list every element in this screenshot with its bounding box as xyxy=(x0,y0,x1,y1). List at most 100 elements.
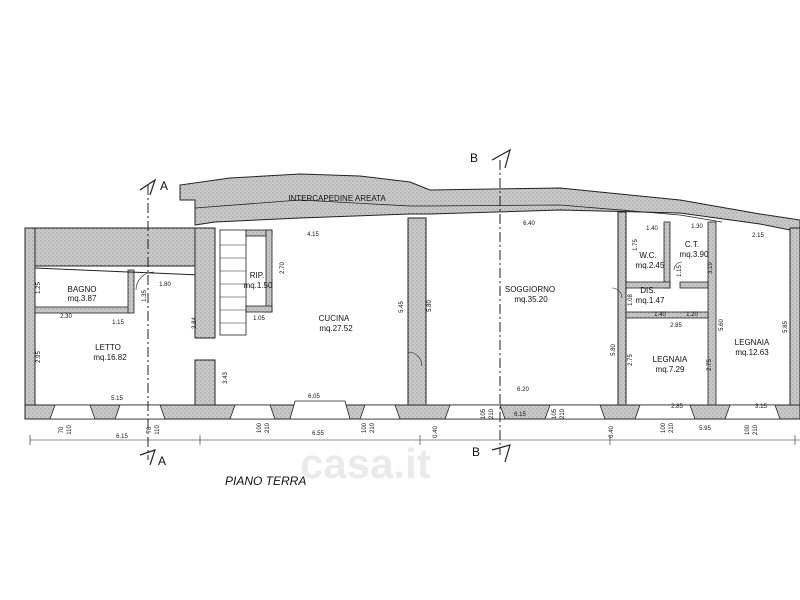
dim-115: 1.15 xyxy=(112,320,124,326)
dim-655: 6.55 xyxy=(312,431,324,437)
room-area-soggiorno: mq.35.20 xyxy=(514,295,548,304)
dim-v-040a: 0.40 xyxy=(433,426,439,438)
wall-letto-cucina xyxy=(194,227,216,339)
wall-right xyxy=(789,227,800,419)
dim-v-384: 3.84 xyxy=(192,317,198,329)
dim-285b: 2.85 xyxy=(671,404,683,410)
room-area-legnaia-small: mq.7.29 xyxy=(656,365,685,374)
window-dim-210c: 210 xyxy=(489,408,495,419)
corridor-line xyxy=(34,267,201,290)
wall-bagno-right xyxy=(127,269,135,314)
rip-wall-right xyxy=(265,229,273,313)
dim-v-580a: 5.80 xyxy=(427,300,433,312)
door-swings xyxy=(135,261,683,367)
room-area-ct: mq.3.90 xyxy=(680,250,709,259)
dim-615b: 6.15 xyxy=(514,412,526,418)
dim-215: 2.15 xyxy=(752,233,764,239)
staircase xyxy=(219,229,247,336)
room-name-cucina: CUCINA xyxy=(319,314,350,323)
room-area-bagno: mq.3.87 xyxy=(68,294,97,303)
dim-v-125: 1.25 xyxy=(36,282,42,294)
intercapedine-band xyxy=(194,199,723,223)
window-openings xyxy=(49,400,781,420)
dim-130: 1.30 xyxy=(691,224,703,230)
dim-595: 5.95 xyxy=(699,426,711,432)
dim-640: 6.40 xyxy=(523,221,535,227)
dim-v-108: 1.08 xyxy=(628,294,634,306)
intercapedine-wall xyxy=(179,173,800,233)
room-name-bagno: BAGNO xyxy=(68,285,97,294)
wall-soggiorno-right xyxy=(617,211,627,419)
dim-v-275b: 2.75 xyxy=(707,359,713,371)
wall-wc-ct xyxy=(663,221,671,289)
room-area-letto: mq.16.82 xyxy=(93,353,127,362)
wall-bagno-bottom xyxy=(34,306,131,314)
dim-v-343: 3.43 xyxy=(223,372,229,384)
room-name-wc: W.C. xyxy=(639,251,656,260)
dim-v-115: 1.15 xyxy=(677,265,683,277)
window-dim-210e: 210 xyxy=(669,422,675,433)
room-name-letto: LETTO xyxy=(95,343,121,352)
dim-v-135: 1.35 xyxy=(142,290,148,302)
window-dim-210a: 210 xyxy=(265,422,271,433)
dim-620: 6.20 xyxy=(517,387,529,393)
window-dim-100b: 100 xyxy=(362,422,368,433)
dim-315: 3.15 xyxy=(755,404,767,410)
dimension-ticks xyxy=(29,435,796,445)
section-a-label-bottom: A xyxy=(158,454,166,468)
dim-v-319: 3.19 xyxy=(708,262,714,274)
section-a-top-arrow xyxy=(139,178,157,196)
dim-v-545: 5.45 xyxy=(399,301,405,313)
room-name-legnaia-big: LEGNAIA xyxy=(735,338,770,347)
section-b-label-bottom: B xyxy=(472,445,480,459)
room-area-dis: mq.1.47 xyxy=(636,296,665,305)
dim-120: 1.20 xyxy=(686,312,698,318)
stair-treads xyxy=(220,244,246,324)
room-name-dis: DIS. xyxy=(640,286,656,295)
dim-605: 6.05 xyxy=(308,394,320,400)
rip-wall-bottom xyxy=(245,305,273,313)
window-dim-105b: 105 xyxy=(552,408,558,419)
room-name-legnaia-small: LEGNAIA xyxy=(653,355,688,364)
wall-ct-right xyxy=(707,221,717,419)
dim-230: 2.30 xyxy=(60,314,72,320)
room-area-cucina: mq.27.52 xyxy=(319,324,353,333)
room-name-soggiorno: SOGGIORNO xyxy=(505,285,555,294)
dim-v-295: 2.95 xyxy=(36,351,42,363)
dim-415: 4.15 xyxy=(307,232,319,238)
window-dim-105a: 105 xyxy=(481,408,487,419)
dim-140: 1.40 xyxy=(646,226,658,232)
dim-v-040b: 0.40 xyxy=(609,426,615,438)
dim-v-580b: 5.80 xyxy=(611,344,617,356)
section-a-bottom-arrow xyxy=(139,449,156,466)
wall-cucina-soggiorno xyxy=(407,217,427,417)
wall-wc-bottom xyxy=(625,281,671,289)
window-dim-210f: 210 xyxy=(753,424,759,435)
window-dim-70b: 70 xyxy=(147,426,153,433)
window-dim-110b: 110 xyxy=(155,425,161,435)
dim-v-560: 5.60 xyxy=(719,319,725,331)
section-b-bottom-arrow xyxy=(491,444,511,463)
wall-top-left xyxy=(24,227,216,267)
section-a-label-top: A xyxy=(160,179,168,193)
dim-285: 2.85 xyxy=(670,323,682,329)
dim-615a: 6.15 xyxy=(116,434,128,440)
section-b-top-arrow xyxy=(491,148,511,169)
wall-bottom xyxy=(24,404,800,420)
room-name-ct: C.T. xyxy=(685,240,699,249)
room-area-wc: mq.2.45 xyxy=(636,261,665,270)
dim-515: 5.15 xyxy=(111,396,123,402)
intercapedine-label: INTERCAPEDINE AREATA xyxy=(288,194,386,203)
dim-v-585: 5.85 xyxy=(783,321,789,333)
dim-140b: 1.40 xyxy=(654,312,666,318)
wall-ct-bottom xyxy=(679,281,709,289)
dim-v-175: 1.75 xyxy=(633,239,639,251)
window-dim-210d: 210 xyxy=(560,408,566,419)
section-b-label-top: B xyxy=(470,151,478,165)
window-dim-100c: 100 xyxy=(661,422,667,433)
window-dim-70: 70 xyxy=(59,426,65,433)
window-dim-100d: 100 xyxy=(745,424,751,435)
wall-left xyxy=(24,227,36,419)
room-area-rip: mq.1.50 xyxy=(244,281,273,290)
